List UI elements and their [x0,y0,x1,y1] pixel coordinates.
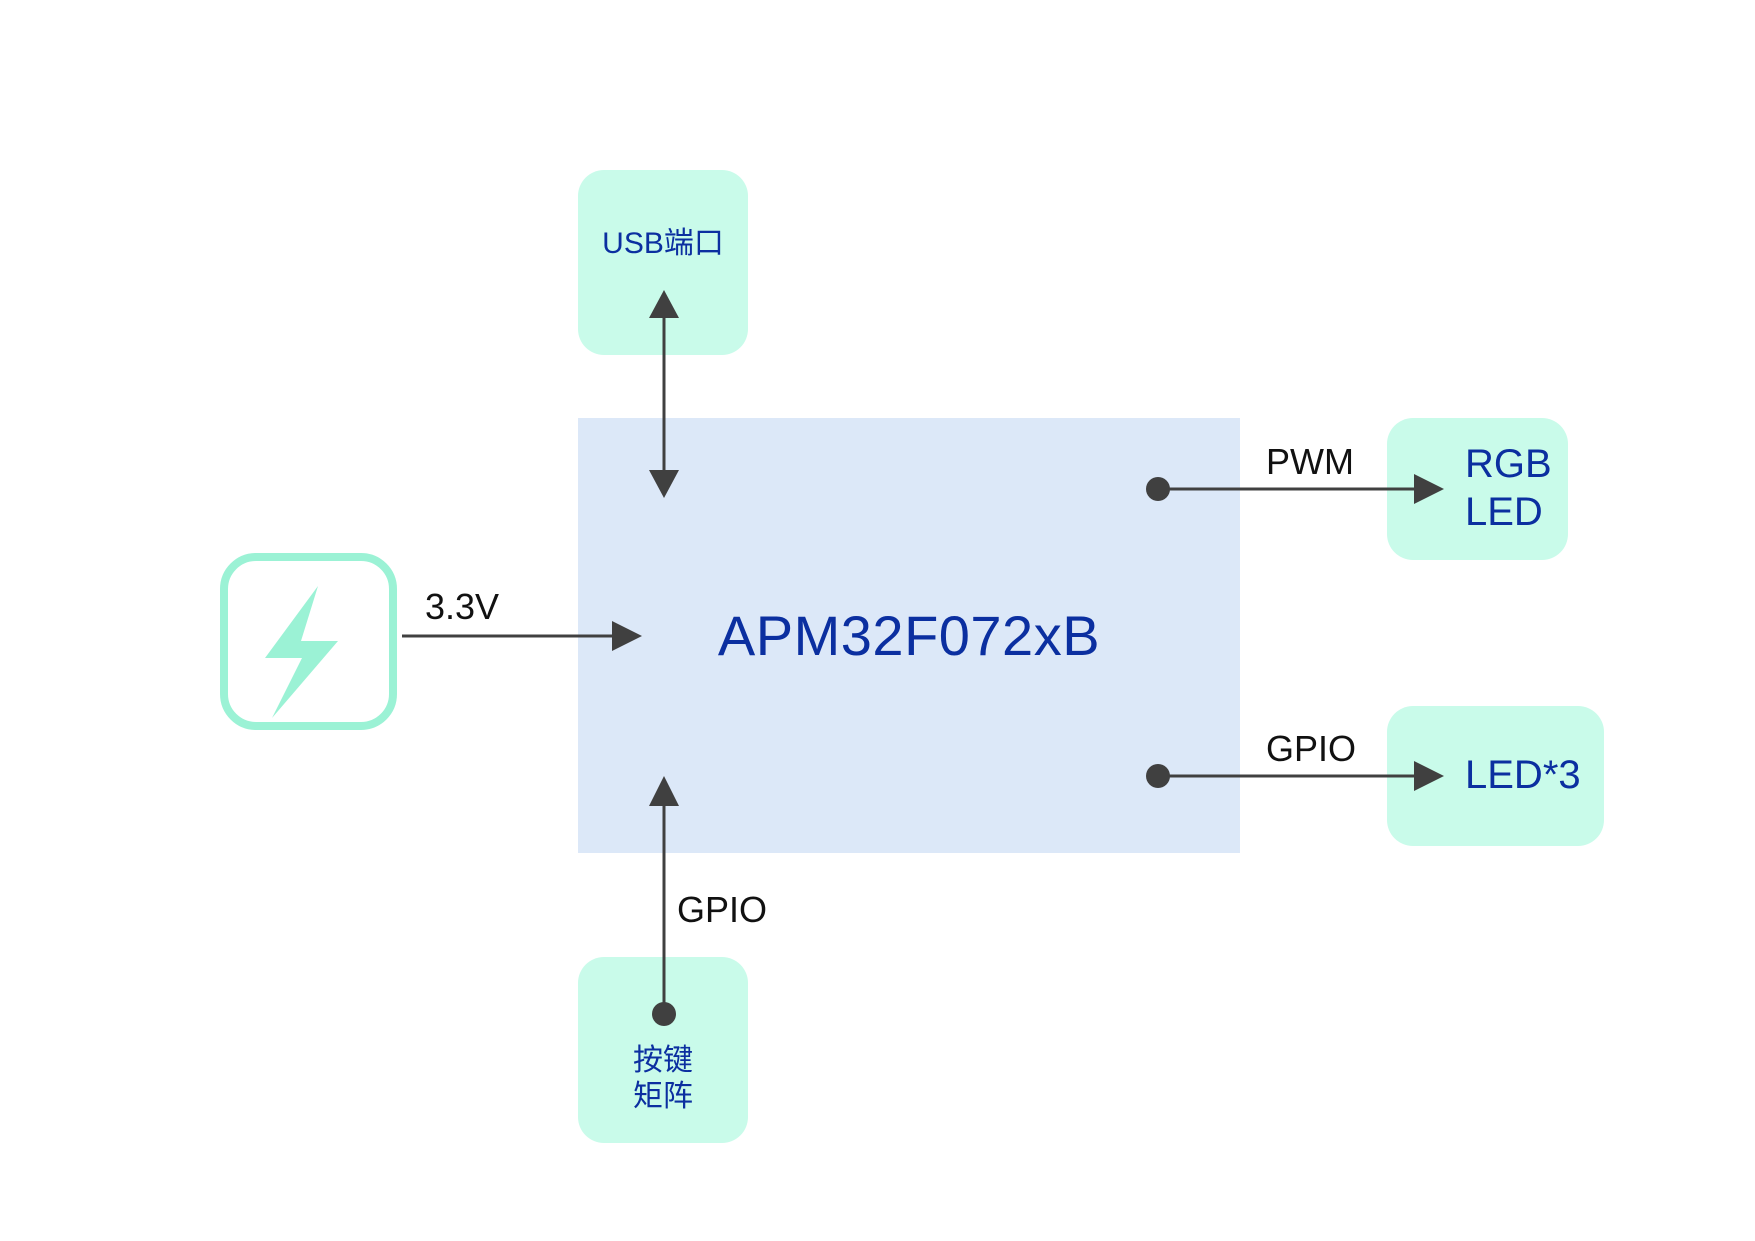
rgb-led-block: RGB LED [1387,418,1568,560]
connection-label-gpio-led: GPIO [1266,728,1357,769]
connection-label-power: 3.3V [425,586,500,627]
keypad-matrix-label: 按键 矩阵 [633,1044,693,1113]
connection-label-gpio-keypad: GPIO [677,889,768,930]
mcu-block [578,418,1240,853]
arrowhead-rgb-led [1414,474,1444,504]
arrowhead-usb-down [649,470,679,498]
rgb-led-label: RGB LED [1465,442,1552,534]
mcu-label: APM32F072xB [717,604,1101,667]
lightning-bolt-icon [265,586,338,718]
power-supply-block [220,553,397,730]
usb-port-label: USB端口 [602,227,724,260]
arrowhead-keypad-to-mcu [649,776,679,806]
arrowhead-power-to-mcu [612,621,642,651]
arrowhead-led3 [1414,761,1444,791]
connection-label-pwm: PWM [1266,441,1354,482]
arrowhead-usb-up [649,290,679,318]
led3-label: LED*3 [1465,753,1581,797]
